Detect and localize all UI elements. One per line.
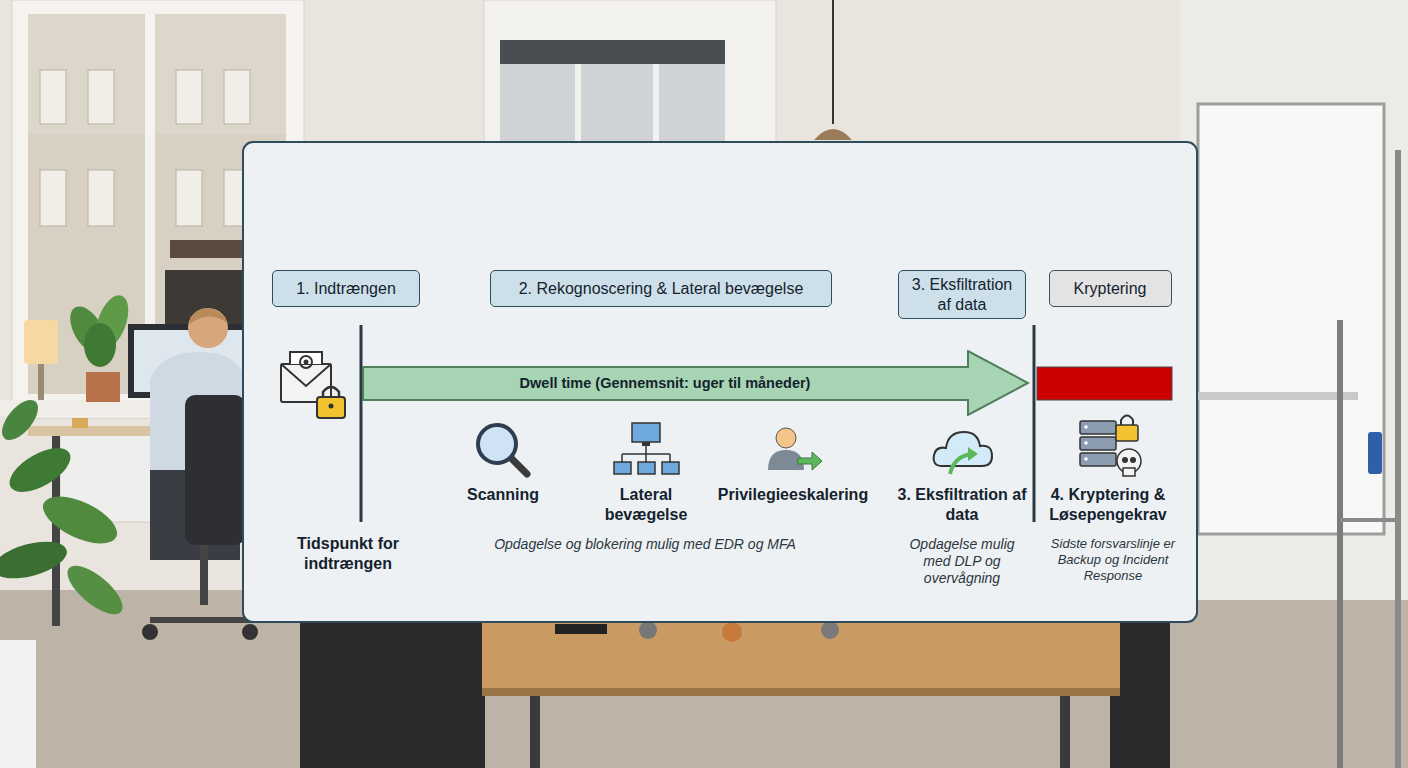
ransomware-icon xyxy=(1080,416,1141,477)
encryption-marker-line xyxy=(1033,325,1036,522)
step-label: Lateral bevægelse xyxy=(591,485,701,524)
whiteboard xyxy=(1198,104,1398,768)
exfiltration-icon xyxy=(934,432,992,474)
marker-label: Tidspunkt for indtrængen xyxy=(283,534,413,573)
node-text: 3. Eksfiltration af data xyxy=(907,275,1017,313)
diagram-panel xyxy=(243,142,1197,622)
node-text: 2. Rekognoscering & Lateral bevægelse xyxy=(519,279,804,298)
intrusion-marker-line xyxy=(360,325,363,522)
meeting-table xyxy=(300,621,1170,768)
arrow-outline xyxy=(363,351,1028,415)
dwell-time-arrow: Dwell time (Gennemsnit: uger til måneder… xyxy=(362,350,1030,416)
pendant-lamp xyxy=(814,0,852,140)
scanning-icon xyxy=(478,425,527,474)
note-text: Opdagelse mulig med DLP og overvågning xyxy=(901,536,1023,587)
node-text: Dwell time (Gennemsnit: uger til måneder… xyxy=(362,367,968,400)
step-label: Privilegieeskalering xyxy=(693,485,893,505)
note-text: Opdagelse og blokering mulig med EDR og … xyxy=(425,536,865,553)
center-window xyxy=(484,0,776,142)
person xyxy=(150,308,248,560)
step-label: 3. Eksfiltration af data xyxy=(897,485,1027,524)
phase-box: Kryptering xyxy=(1049,270,1172,307)
node-text: Kryptering xyxy=(1074,279,1147,298)
floor-plant xyxy=(0,394,130,768)
phase-box: 2. Rekognoscering & Lateral bevægelse xyxy=(490,270,832,307)
privilege-icon xyxy=(768,428,822,470)
sill-plant xyxy=(63,291,135,402)
step-label: 4. Kryptering & Løsepengekrav xyxy=(1038,485,1178,524)
step-label: Scanning xyxy=(428,485,578,505)
node-text: 1. Indtrængen xyxy=(296,279,396,298)
note-text: Sidste forsvarslinje er Backup og Incide… xyxy=(1035,536,1191,584)
encryption-bar xyxy=(1037,367,1172,400)
phishing-mail-icon xyxy=(281,352,345,418)
lamp xyxy=(24,320,58,400)
phase-box: 1. Indtrængen xyxy=(272,270,420,307)
network-icon xyxy=(614,423,679,474)
right-wall xyxy=(1180,0,1408,600)
office-chair xyxy=(142,395,258,640)
phase-box: 3. Eksfiltration af data xyxy=(898,270,1026,319)
